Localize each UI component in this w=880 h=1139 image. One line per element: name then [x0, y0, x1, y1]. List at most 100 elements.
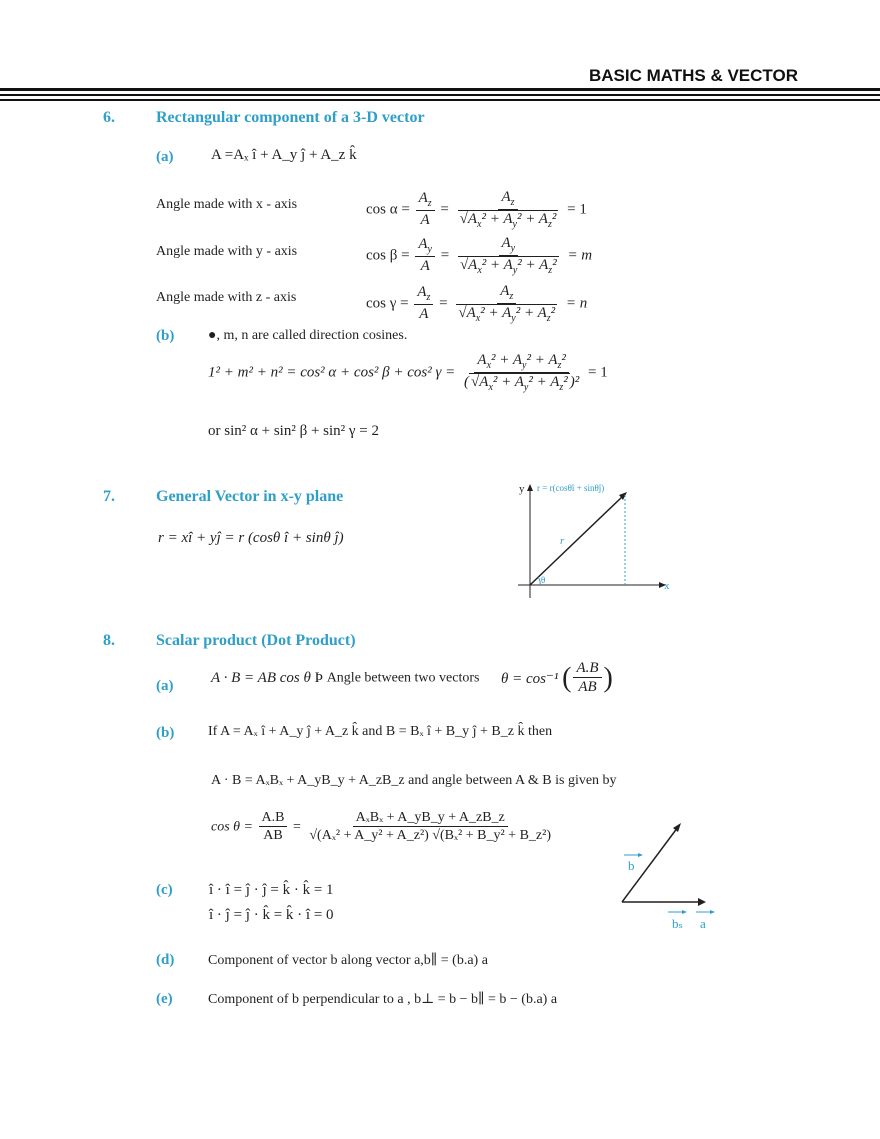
section-7-number: 7. [103, 488, 115, 505]
s6-b-frac: Ax² + Ay² + Az²(Ax² + Ay² + Az²)² [461, 352, 582, 394]
s8-c-eq1: î · î = ĵ · ĵ = k̂ · k̂ = 1 [209, 882, 334, 898]
s6-angle-x-label: Angle made with x - axis [156, 197, 298, 212]
s8-b-dot: A · B = AₓBₓ + A_yB_y + A_zB_z [211, 773, 405, 788]
s8-fig-bs-label: bₛ [672, 916, 683, 931]
s6-angle-x-rhs: = 1 [567, 201, 587, 218]
page-header-title: BASIC MATHS & VECTOR [588, 66, 798, 85]
s6-angle-z-equation: cos γ = AzA = AzAx² + Ay² + Az² = n [366, 283, 587, 325]
s8-a-label: (a) [156, 678, 174, 694]
s8-d-b: b [330, 953, 338, 968]
s6-b-equation: 1² + m² + n² = cos² α + cos² β + cos² γ … [208, 352, 608, 394]
s8-d-along: along vector [340, 953, 411, 968]
s8-fig-bs-label-arrowhead [682, 910, 687, 914]
s8-b-then: then [527, 724, 553, 739]
s8-a-equation: A · B = AB cos θ [211, 670, 311, 686]
s8-a-frac-num: A.B [573, 660, 602, 679]
s8-b-frac1-den: AB [263, 828, 283, 844]
s8-fig-b-vector [621, 826, 679, 903]
s8-component-figure: b bₛ a [621, 823, 715, 931]
s8-a-text: Angle between two vectors [326, 670, 480, 686]
s7-fig-theta-label: θ [541, 575, 545, 585]
s6-angle-z-frac2: AzAx² + Ay² + Az² [453, 283, 560, 325]
s8-b-cos-lhs: cos θ = [211, 819, 253, 835]
s6-a-equation: A =Aₓ î + A_y ĵ + A_z k̂ [211, 147, 357, 163]
s6-b-label: (b) [156, 328, 175, 344]
s8-b-frac2: AₓBₓ + A_yB_y + A_zB_z√(Aₓ² + A_y² + A_z… [306, 810, 554, 845]
section-7-title: General Vector in x-y plane [156, 488, 344, 505]
header-rule-3 [0, 99, 880, 101]
s8-e-a: a , [397, 992, 411, 1007]
s8-fig-b-label: b [628, 858, 635, 873]
s7-r-vector [529, 495, 624, 586]
s8-b-frac2-num: AₓBₓ + A_yB_y + A_zB_z [352, 810, 508, 828]
section-8-number: 8. [103, 632, 115, 649]
s6-angle-z-lhs: cos γ = [366, 295, 409, 312]
s8-fig-b-label-arrowhead [638, 853, 643, 857]
s8-b-row1: If A = Aₓ î + A_y ĵ + A_z k̂ and B = Bₓ … [208, 724, 552, 740]
s6-b-eq-rhs: = 1 [588, 364, 608, 381]
s8-b-given: is given by [555, 773, 617, 788]
s8-a-eq2: θ = cos⁻¹ [500, 671, 559, 687]
s7-fig-y-label: y [519, 483, 525, 495]
s6-angle-x-frac2: AzAx² + Ay² + Az² [455, 189, 562, 231]
s6-angle-y-label: Angle made with y - axis [156, 244, 298, 259]
s6-angle-y-equation: cos β = AyA = AyAx² + Ay² + Az² = m [366, 235, 592, 277]
s7-fig-top-label: r = r(cosθî + sinθĵ) [537, 483, 604, 493]
s8-fig-a-label: a [700, 916, 706, 931]
s8-fig-a-arrowhead [698, 898, 706, 906]
s8-c-label: (c) [156, 882, 173, 898]
s7-vector-figure: y x r = r(cosθî + sinθĵ) r θ [518, 483, 670, 598]
s7-r-arrowhead [619, 492, 627, 500]
s8-b-label: (b) [156, 725, 175, 741]
s7-fig-x-label: x [664, 580, 670, 592]
s7-x-arrowhead [659, 582, 666, 588]
s6-a-label: (a) [156, 149, 174, 165]
section-6-title: Rectangular component of a 3-D vector [156, 109, 425, 126]
s8-d-eq: a,b∥ = (b.a) a [414, 953, 488, 968]
s8-b-eqB: B = Bₓ î + B_y ĵ + B_z k̂ [385, 724, 525, 739]
section-6-number: 6. [103, 109, 115, 126]
s8-fig-b-arrowhead [673, 823, 681, 832]
s8-b-B: B [542, 773, 552, 788]
s6-or-equation: or sin² α + sin² β + sin² γ = 2 [208, 423, 379, 439]
s8-e-label: (e) [156, 991, 173, 1007]
s6-angle-y-rhs: = m [567, 247, 593, 264]
s6-angle-y-frac2: AyAx² + Ay² + Az² [455, 235, 562, 277]
s6-angle-z-label: Angle made with z - axis [156, 290, 297, 305]
s6-b-text: ●, m, n are called direction cosines. [208, 328, 408, 343]
s7-fig-r-label: r [560, 535, 565, 547]
s8-e-row: Component of b perpendicular to a , b⊥ =… [208, 991, 557, 1008]
s8-e-eq: b⊥ = b − b∥ = b − (b.a) a [414, 992, 558, 1007]
s8-b-row2: A · B = AₓBₓ + A_yB_y + A_zB_z and angle… [211, 773, 617, 789]
s6-b-eq-lhs: 1² + m² + n² = cos² α + cos² β + cos² γ … [208, 364, 456, 381]
s8-b-frac2-den: √(Aₓ² + A_y² + A_z²) √(Bₓ² + B_y² + B_z²… [309, 828, 551, 844]
s8-b-frac1-num: A.B [258, 810, 288, 828]
s7-y-arrowhead [527, 484, 533, 491]
s8-a-equation-row: A · B = AB cos θ Þ Angle between two vec… [211, 660, 613, 697]
s8-b-eqA: A = Aₓ î + A_y ĵ + A_z k̂ [220, 724, 359, 739]
section-8-title: Scalar product (Dot Product) [156, 632, 356, 649]
s8-d-row: Component of vector b along vector a,b∥ … [208, 952, 488, 969]
s8-e-text: Component of [208, 992, 289, 1007]
s8-c-eq2: î · ĵ = ĵ · k̂ = k̂ · î = 0 [209, 907, 334, 923]
s6-angle-x-equation: cos α = AzA = AzAx² + Ay² + Az² = 1 [366, 189, 587, 231]
s8-b-and: and [362, 724, 383, 739]
header-rule-1 [0, 88, 880, 91]
s8-d-label: (d) [156, 952, 175, 968]
s6-angle-x-lhs: cos α = [366, 201, 410, 218]
s8-b-angle-text: and angle between [408, 773, 513, 788]
s8-e-perp: perpendicular to [302, 992, 394, 1007]
s6-angle-y-lhs: cos β = [366, 247, 410, 264]
s7-equation: r = xî + yĵ = r (cosθ î + sinθ ĵ) [158, 530, 344, 546]
s8-a-implies: Þ [314, 670, 323, 686]
s8-d-text: Component of vector [208, 953, 327, 968]
s6-angle-z-rhs: = n [565, 295, 588, 312]
s8-a-frac-den: AB [578, 679, 597, 696]
s8-b-A: A [515, 773, 525, 788]
